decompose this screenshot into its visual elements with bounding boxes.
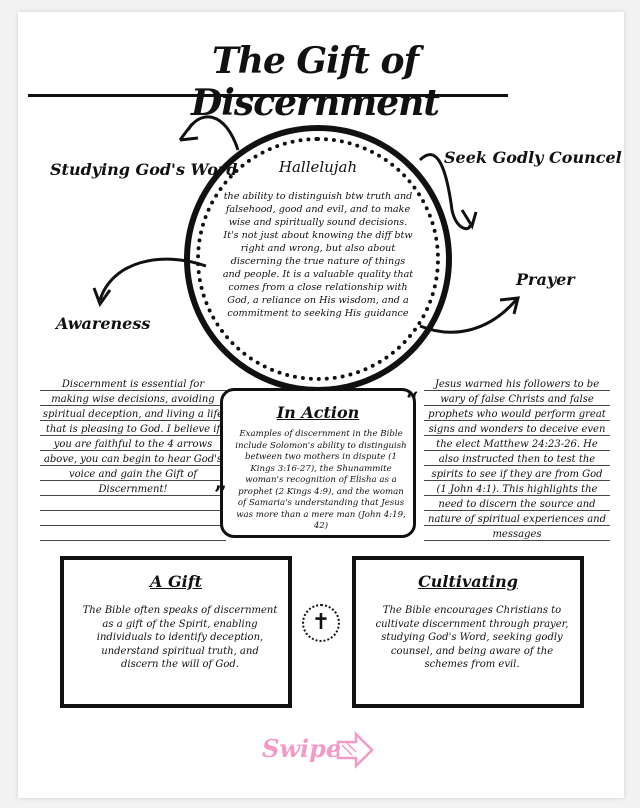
label-studying: Studying God's Word [50,160,238,179]
arrow-icon [92,287,112,308]
right-note-text: Jesus warned his followers to be wary of… [428,379,606,540]
arrow-icon [499,296,520,315]
label-counsel: Seek Godly Councel [444,148,622,167]
swipe-arrow-icon [336,730,374,770]
left-lined-note [40,376,226,542]
gift-title: A Gift [150,572,202,591]
swipe-label[interactable]: Swipe [262,734,342,763]
page-title: The Gift of Discernment [191,40,440,124]
cultivating-text: The Bible encourages Christians to culti… [375,605,569,670]
in-action-text: Examples of discernment in the Bible inc… [235,429,407,531]
arrow-icon [418,153,472,231]
center-circle-dots [196,137,440,381]
gift-box: A Gift The Bible often speaks of discern… [60,556,292,708]
quote-mark-icon: ” [214,482,227,508]
circle-title: Hallelujah [278,158,358,176]
in-action-card: In Action Examples of discernment in the… [220,388,416,538]
arrow-icon [178,123,199,142]
label-prayer: Prayer [516,270,575,289]
label-awareness: Awareness [56,314,151,333]
cross-icon: ✝ [302,604,340,642]
quote-mark-icon: “ [406,388,419,414]
circle-text: the ability to distinguish btw truth and… [222,191,414,319]
cultivating-box: Cultivating The Bible encourages Christi… [352,556,584,708]
arrow-icon [460,209,478,230]
left-note-text: Discernment is essential for making wise… [42,379,224,495]
cultivating-title: Cultivating [418,572,518,591]
title-underline [28,94,508,97]
gift-text: The Bible often speaks of discernment as… [82,605,278,670]
in-action-title: In Action [276,403,360,422]
right-lined-note [424,376,610,542]
